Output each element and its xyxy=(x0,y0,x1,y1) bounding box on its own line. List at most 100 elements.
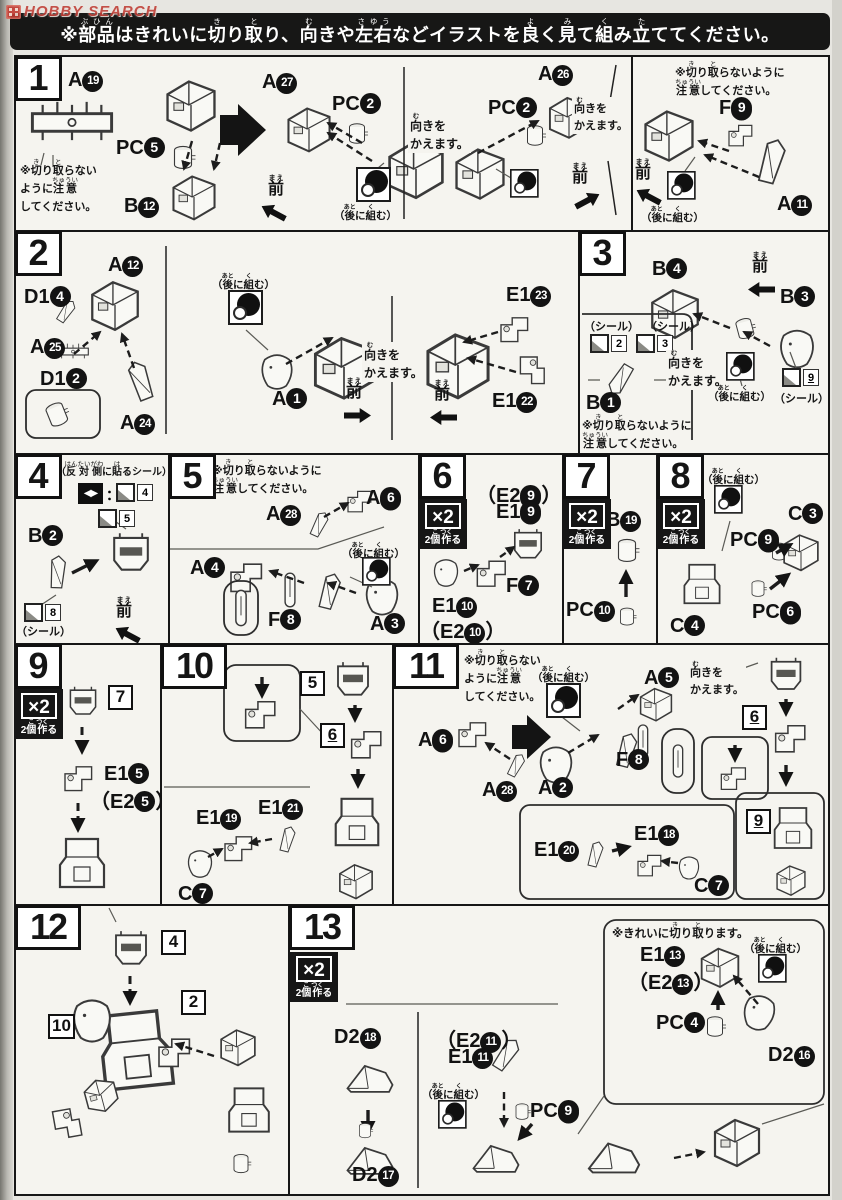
make-two-label: 2個こ作つくる xyxy=(424,530,462,546)
step-12-panel: 12 4 2 10 xyxy=(14,904,290,1196)
sticker-icon xyxy=(782,368,801,387)
step-number: 3 xyxy=(579,231,626,276)
step-number: 10 xyxy=(161,644,227,689)
step-number: 12 xyxy=(15,905,81,950)
part-sketch xyxy=(782,533,820,572)
part-sketch xyxy=(506,752,527,780)
assemble-later-icon xyxy=(362,557,391,586)
part-sketch xyxy=(44,554,72,591)
part-sketch xyxy=(433,559,459,587)
turn-note: 向むきをかえます。 xyxy=(362,342,425,382)
part-sketch xyxy=(739,992,779,1034)
assemble-later-icon xyxy=(510,169,539,198)
sticker-marker: 3 xyxy=(636,334,673,353)
part-sketch xyxy=(639,687,673,722)
subassembly-ref: 6 xyxy=(742,705,767,730)
step-number: 2 xyxy=(15,231,62,276)
step-1b-sketch-layer xyxy=(644,110,787,186)
part-sketch xyxy=(51,1106,83,1141)
step-number: 6 xyxy=(419,454,466,499)
step-5-sketch-layer xyxy=(170,490,399,636)
sticker-number: 8 xyxy=(45,604,61,621)
step-number: 4 xyxy=(15,454,62,499)
front-label: 前まえ xyxy=(635,159,652,182)
part-sketch xyxy=(617,538,641,563)
step-6-sketch-layer xyxy=(433,528,543,587)
part-sketch xyxy=(235,589,247,627)
caution-banner-text: ※部品ぶひんはきれいに切きり取とり、向むきや左右さゆうなどイラストを良よく見みて… xyxy=(60,16,780,45)
x2-label: ×2 xyxy=(296,956,332,982)
watermark-text: HOBBY SEARCH xyxy=(24,3,158,20)
make-two-label: 2個こ作つくる xyxy=(662,530,700,546)
subassembly-ref: 5 xyxy=(300,671,325,696)
part-sketch xyxy=(476,560,506,587)
part-sketch xyxy=(500,317,529,343)
sticker-number: 2 xyxy=(611,335,627,352)
seal-label: （シール） xyxy=(16,626,71,638)
x2-label: ×2 xyxy=(569,503,605,529)
part-sketch xyxy=(757,138,787,186)
front-label: 前まえ xyxy=(572,163,589,186)
part-sketch xyxy=(774,724,806,753)
part-sketch xyxy=(279,826,296,853)
part-sketch xyxy=(519,356,545,385)
part-sketch xyxy=(337,661,369,696)
part-sketch xyxy=(713,1118,761,1168)
step-number: 13 xyxy=(289,905,355,950)
part-sketch xyxy=(233,1153,252,1174)
part-sketch xyxy=(346,1064,394,1094)
assemble-later-label: （後あとに組くむ） xyxy=(422,1084,485,1101)
step-10-sketch-layer xyxy=(164,661,382,900)
opposite-sticker-note: （反対側はんたいがわに貼はるシール） xyxy=(56,461,172,478)
dont-cut-note: ※切きり取とらないように注意ちゅういしてください。 xyxy=(212,459,322,495)
subassembly-ref: 9 xyxy=(746,809,771,834)
front-label: 前まえ xyxy=(434,380,451,403)
assemble-later-icon xyxy=(546,683,581,718)
step-9-sketch-layer xyxy=(58,685,106,889)
part-sketch xyxy=(220,1029,256,1067)
mirror-sticker-icon: ◀▶ xyxy=(78,483,103,504)
part-sketch xyxy=(166,80,216,133)
step-12-sketch-layer xyxy=(51,907,271,1174)
front-label: 前まえ xyxy=(346,378,363,401)
sticker-number: 4 xyxy=(137,484,153,501)
part-sketch xyxy=(334,797,380,847)
part-sketch xyxy=(458,722,487,748)
x2-label: ×2 xyxy=(425,503,461,529)
seal-label: （シール） xyxy=(774,393,829,405)
assemble-later-icon xyxy=(758,954,787,983)
front-label: 前まえ xyxy=(268,175,285,198)
part-sketch xyxy=(114,930,148,965)
assemble-later-icon xyxy=(356,167,391,202)
assemble-later-icon xyxy=(726,352,755,381)
